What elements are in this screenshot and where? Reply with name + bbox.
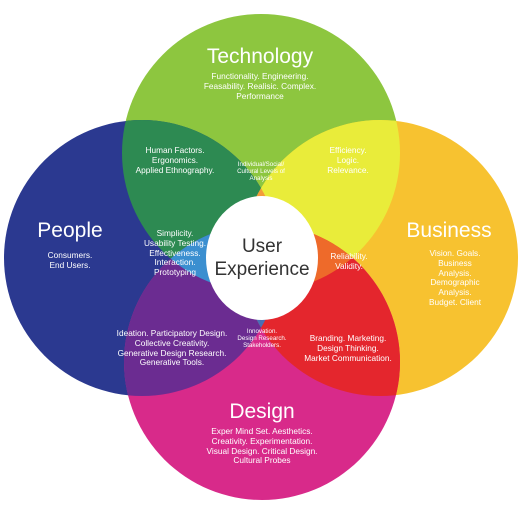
user-experience-title: User Experience bbox=[214, 236, 310, 281]
business-center-label: Reliability. Validity. bbox=[330, 251, 368, 271]
business-title: Business bbox=[406, 219, 492, 242]
tech-business-label: Efficiency. Logic. Relevance. bbox=[327, 145, 369, 175]
design-desc: Exper Mind Set. Aesthetics. Creativity. … bbox=[206, 426, 318, 466]
user-experience-core bbox=[206, 196, 318, 320]
design-title: Design bbox=[229, 400, 295, 423]
tech-center-label: Individual/Social/ Cultural Levels of An… bbox=[237, 161, 285, 183]
people-title: People bbox=[37, 219, 103, 242]
people-center-label: Simplicity. Usability Testing. Effective… bbox=[143, 228, 207, 278]
design-center-label: Innovation. Design Research. Stakeholder… bbox=[237, 328, 287, 350]
people-design-label: Ideation. Participatory Design. Collecti… bbox=[116, 328, 228, 368]
business-desc: Vision. Goals. Business Analysis. Demogr… bbox=[428, 248, 482, 307]
technology-title: Technology bbox=[206, 45, 314, 68]
business-design-label: Branding. Marketing. Design Thinking. Ma… bbox=[304, 333, 392, 363]
tech-people-label: Human Factors. Ergonomics. Applied Ethno… bbox=[135, 145, 215, 175]
people-desc: Consumers. End Users. bbox=[47, 250, 93, 270]
technology-desc: Functionality. Engineering. Feasability.… bbox=[203, 71, 317, 101]
